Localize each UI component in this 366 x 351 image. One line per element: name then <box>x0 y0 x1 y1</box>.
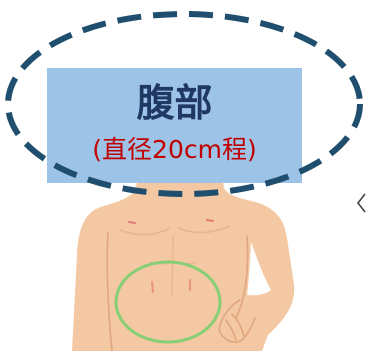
right-nipple <box>206 219 214 222</box>
stomach-highlight-circle <box>114 260 222 344</box>
region-size-note: (直径20cm程) <box>92 135 257 164</box>
left-pectoral-line <box>119 227 171 236</box>
right-hand-outline <box>218 299 256 343</box>
finger-line-2 <box>231 313 245 337</box>
left-nipple <box>128 221 136 224</box>
left-arm-inner-edge <box>106 231 113 351</box>
arm-gap <box>247 242 271 296</box>
region-label-box: 腹部 (直径20cm程) <box>47 68 302 183</box>
chevron-left-icon <box>356 193 366 213</box>
right-pectoral-line <box>177 225 231 234</box>
torso-right-edge <box>235 235 249 319</box>
abdomen-center-line <box>171 235 174 297</box>
finger-line-1 <box>225 319 237 341</box>
highlight-dashed-ellipse <box>5 11 363 197</box>
region-title: 腹部 <box>136 81 213 125</box>
abdomen-accent-left <box>151 281 154 293</box>
